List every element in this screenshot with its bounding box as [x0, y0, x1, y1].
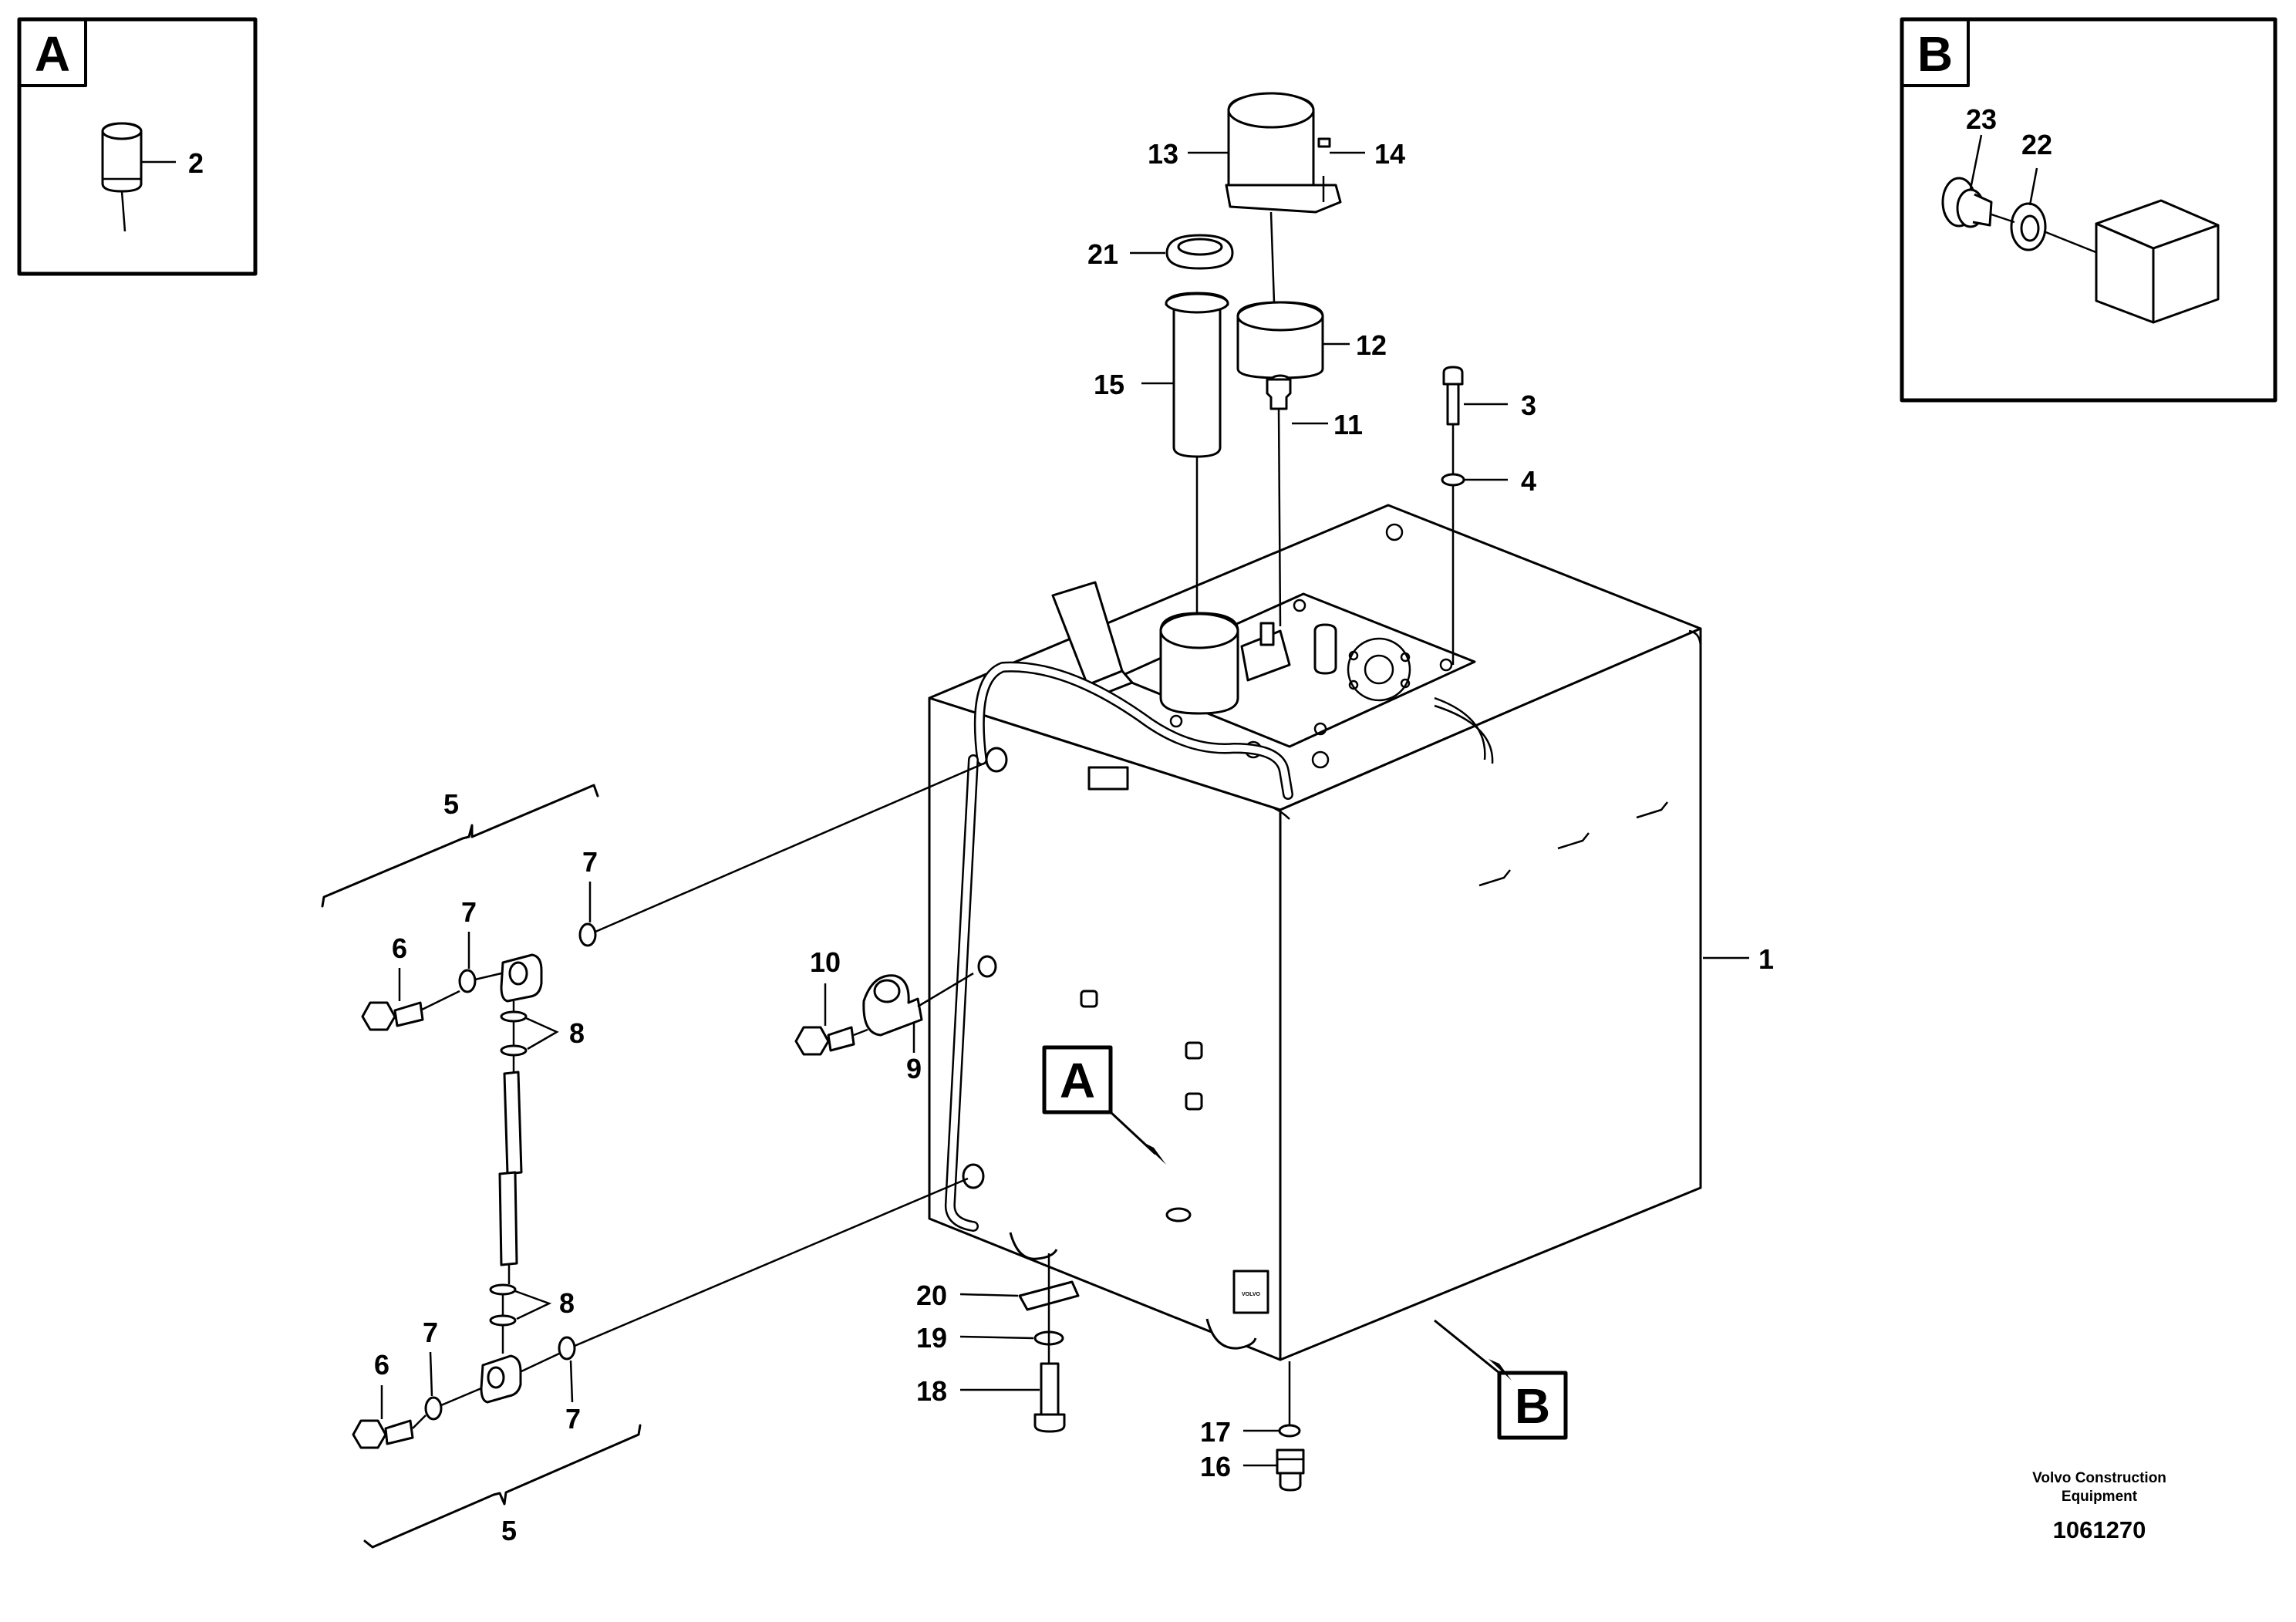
tank-block-icon [2095, 199, 2220, 324]
callout-22: 22 [2021, 129, 2052, 160]
hose-segment-upper [503, 1071, 523, 1175]
hydraulic-tank: VOLVO [928, 504, 1702, 1361]
nipple-part [1266, 378, 1292, 410]
callout-4: 4 [1521, 465, 1536, 497]
footer-company-line1: Volvo Construction [2032, 1470, 2166, 1486]
callout-21: 21 [1087, 238, 1118, 270]
callout-17: 17 [1200, 1416, 1231, 1448]
view-marker-a: A [1042, 1045, 1166, 1165]
clamp-part [862, 974, 923, 1037]
banjo-fitting-top [500, 953, 543, 1003]
callout-20: 20 [916, 1280, 947, 1311]
callout-19: 19 [916, 1322, 947, 1354]
clamp-screw-part [794, 1026, 855, 1056]
callout-7-d: 7 [565, 1403, 581, 1435]
filter-cartridge-part [1236, 301, 1324, 386]
document-number: 1061270 [2053, 1516, 2146, 1543]
detail-view-a: A 2 [17, 17, 258, 276]
plug-part-b [1941, 177, 1993, 228]
drain-plug-part-16 [1276, 1448, 1305, 1492]
hose-segment-lower [498, 1171, 518, 1266]
callout-5-bottom: 5 [501, 1515, 517, 1546]
callout-9: 9 [906, 1053, 922, 1084]
seal-washer-7d [558, 1336, 576, 1361]
sealing-ring-part-17 [1278, 1424, 1301, 1438]
seal-washer-7a [458, 969, 477, 993]
callout-2: 2 [188, 147, 204, 179]
detail-view-b-label: B [1917, 26, 1953, 82]
filler-cap-part [1165, 234, 1234, 270]
callout-11: 11 [1333, 409, 1363, 440]
callout-8-bottom: 8 [559, 1287, 575, 1319]
o-ring-8b [500, 1044, 528, 1057]
callout-1: 1 [1758, 943, 1774, 975]
callout-18: 18 [916, 1375, 947, 1407]
o-ring-8a [500, 1010, 528, 1023]
callout-6-top: 6 [392, 932, 407, 964]
strainer-part [1165, 292, 1229, 458]
o-ring-8d [489, 1314, 517, 1327]
tank-nameplate-text: VOLVO [1242, 1292, 1261, 1297]
washer-part-4 [1441, 473, 1465, 487]
footer-company-line2: Equipment [2062, 1489, 2138, 1505]
seal-washer-7c [424, 1396, 443, 1421]
sealing-ring-part-b [2010, 202, 2047, 251]
view-marker-a-label: A [1060, 1053, 1095, 1108]
banjo-screw-bottom [352, 1419, 414, 1449]
callout-15: 15 [1094, 369, 1124, 400]
callout-7-b: 7 [582, 846, 598, 878]
callout-7-a: 7 [461, 896, 477, 928]
view-marker-b: B [1434, 1319, 1568, 1440]
screw-part-18 [1033, 1362, 1066, 1433]
banjo-fitting-bottom [480, 1354, 522, 1404]
callout-23: 23 [1966, 103, 1997, 135]
breather-filter-part [1225, 92, 1342, 214]
callout-6-bottom: 6 [374, 1349, 389, 1381]
drain-plug-part [101, 122, 143, 232]
callout-16: 16 [1200, 1451, 1231, 1482]
callout-7-c: 7 [423, 1317, 438, 1348]
o-ring-8c [489, 1283, 517, 1296]
callout-5-top: 5 [443, 788, 459, 820]
callout-3: 3 [1521, 389, 1536, 421]
callout-10: 10 [810, 946, 841, 978]
detail-view-a-label: A [35, 26, 70, 82]
screw-part-3 [1442, 366, 1464, 426]
callout-13: 13 [1148, 138, 1178, 170]
callout-8-top: 8 [569, 1017, 585, 1049]
detail-view-b: B 23 22 [1900, 17, 2277, 403]
banjo-screw-top [361, 1001, 424, 1031]
callout-14: 14 [1374, 138, 1405, 170]
view-marker-b-label: B [1515, 1378, 1550, 1434]
callout-12: 12 [1356, 329, 1387, 361]
seal-washer-7b [578, 922, 597, 947]
